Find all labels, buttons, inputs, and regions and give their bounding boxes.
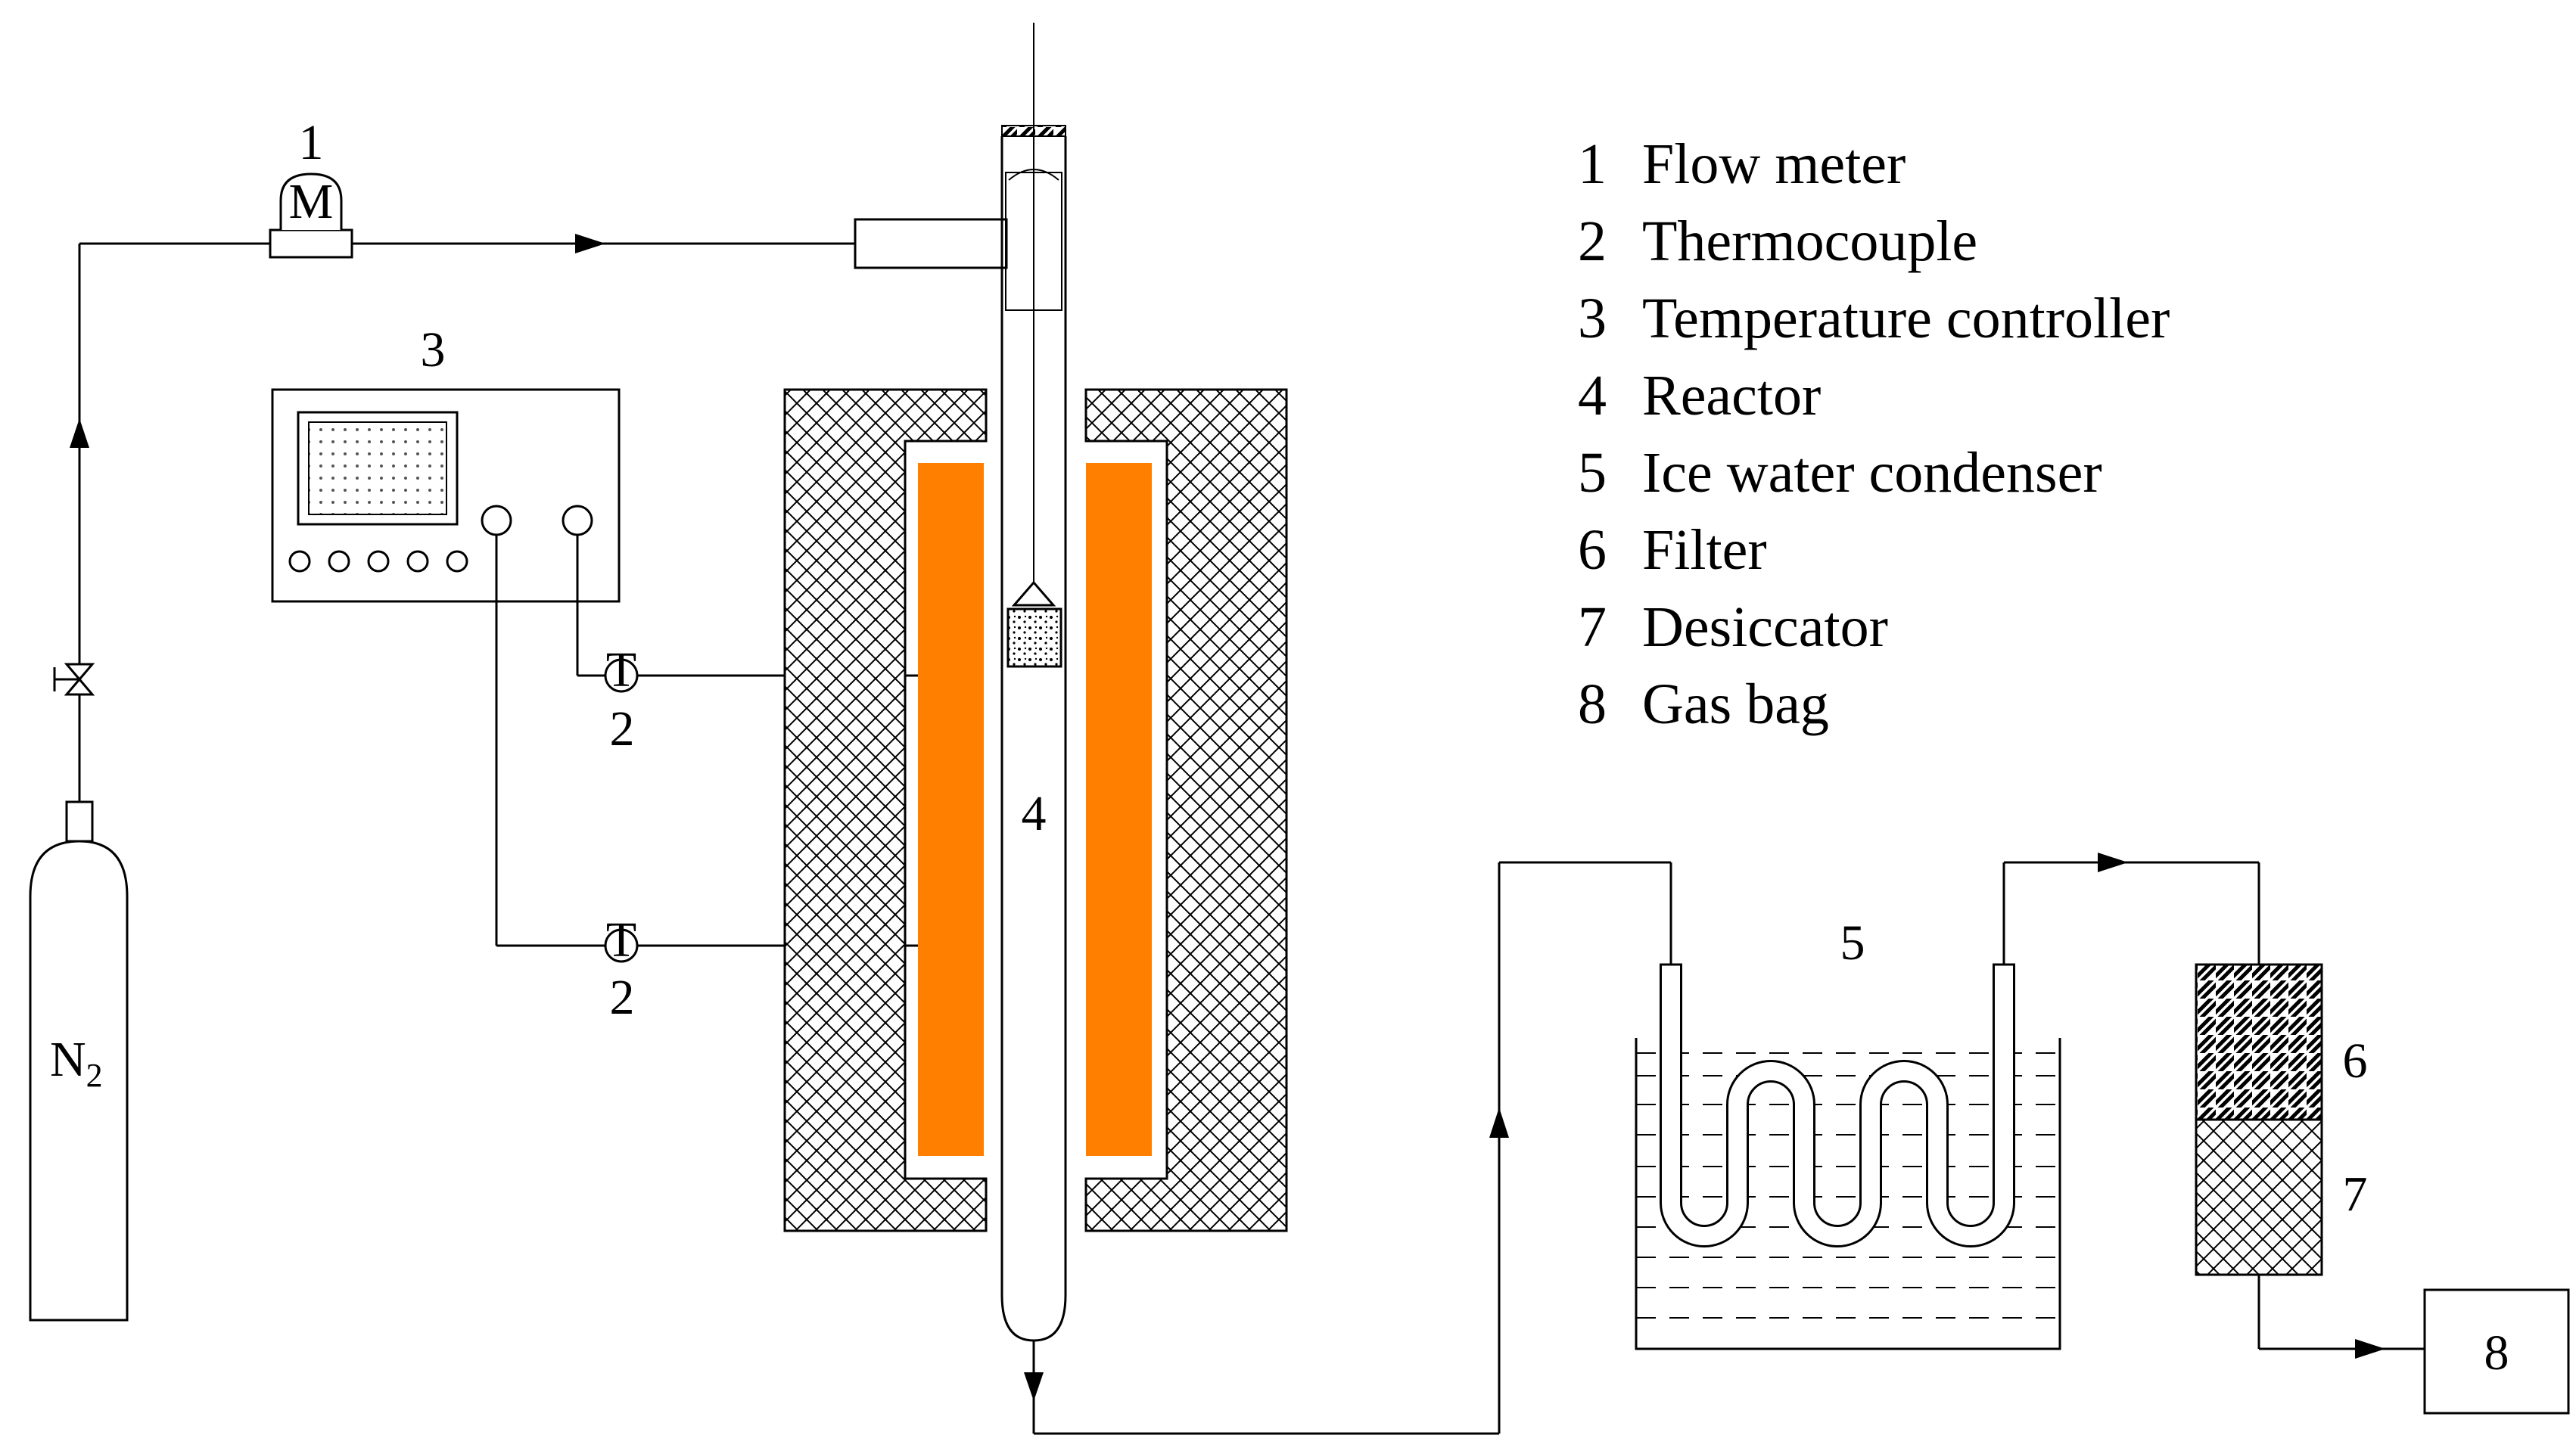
heater-left [918, 463, 984, 1156]
reactor: 4 [1000, 23, 1067, 1342]
arrow-down-icon [1024, 1372, 1044, 1401]
legend-number: 2 [1578, 210, 1607, 273]
gas-bag-number: 8 [2484, 1325, 2509, 1381]
legend-text: Desiccator [1642, 595, 1888, 659]
legend-item: 6 Filter [1578, 518, 1767, 582]
controller-number: 3 [421, 322, 446, 377]
sample-basket [1006, 607, 1062, 668]
legend: 1 Flow meter 2 Thermocouple 3 Temperatur… [1578, 132, 2170, 736]
arrow-right-icon [575, 234, 605, 253]
arrow-right-icon [2098, 853, 2128, 872]
legend-item: 8 Gas bag [1578, 673, 1829, 736]
thermocouple-lower-number: 2 [610, 970, 635, 1025]
flow-meter-number: 1 [299, 115, 324, 170]
legend-number: 1 [1578, 132, 1607, 196]
legend-item: 1 Flow meter [1578, 132, 1906, 196]
arrow-up-icon [70, 418, 89, 448]
filter-number: 6 [2343, 1033, 2368, 1089]
thermocouple-lower: T 2 [604, 912, 639, 1025]
legend-item: 7 Desiccator [1578, 595, 1888, 659]
temperature-controller: 3 [271, 322, 621, 603]
legend-text: Ice water condenser [1642, 441, 2102, 505]
condenser-number: 5 [1840, 915, 1865, 971]
legend-item: 4 Reactor [1578, 364, 1821, 427]
reactor-number: 4 [1022, 786, 1047, 841]
gas-bag: 8 [2423, 1288, 2570, 1415]
gas-line-to-filter [2002, 853, 2260, 965]
thermocouple-upper: T 2 [604, 642, 639, 757]
thermocouple-letter: T [606, 912, 636, 968]
sample-holder-hook [1011, 580, 1056, 607]
water-level-lines [1636, 1052, 2060, 1319]
ice-water-condenser: 5 [1635, 915, 2061, 1350]
controller-buttons [288, 550, 468, 573]
filter [2195, 963, 2323, 1121]
flow-meter: M 1 [269, 115, 353, 259]
cylinder-label: N2 [50, 1032, 103, 1094]
condenser-coil [1660, 965, 2015, 1247]
arrow-right-icon [2355, 1339, 2385, 1359]
legend-item: 5 Ice water condenser [1578, 441, 2102, 505]
filter-desiccator-column: 6 7 [2195, 963, 2368, 1276]
furnace-insulation-left [783, 388, 988, 1232]
heater-right [1086, 463, 1152, 1156]
legend-text: Temperature controller [1642, 287, 2170, 350]
thermocouple-letter: T [606, 642, 636, 697]
furnace-insulation-right [1084, 388, 1288, 1232]
legend-text: Gas bag [1642, 673, 1829, 736]
legend-text: Flow meter [1642, 132, 1906, 196]
legend-number: 8 [1578, 673, 1607, 736]
legend-number: 7 [1578, 595, 1607, 659]
valve-icon [53, 663, 95, 696]
legend-text: Reactor [1642, 364, 1821, 427]
legend-item: 2 Thermocouple [1578, 210, 1977, 273]
gas-line-to-bag [2257, 1275, 2425, 1359]
legend-text: Filter [1642, 518, 1767, 582]
legend-text: Thermocouple [1642, 210, 1977, 273]
legend-number: 5 [1578, 441, 1607, 505]
desiccator [2195, 1118, 2323, 1276]
reactor-gas-inlet [854, 218, 1008, 269]
nitrogen-cylinder: N2 [29, 800, 129, 1322]
legend-number: 3 [1578, 287, 1607, 350]
legend-number: 6 [1578, 518, 1607, 582]
furnace [783, 388, 1288, 1232]
legend-number: 4 [1578, 364, 1607, 427]
desiccator-number: 7 [2343, 1167, 2368, 1222]
gas-line-outlet [1024, 861, 1672, 1435]
gas-line-inlet [70, 234, 855, 802]
flow-meter-letter: M [289, 174, 334, 229]
arrow-up-icon [1489, 1108, 1509, 1138]
thermocouple-upper-number: 2 [610, 701, 635, 757]
legend-item: 3 Temperature controller [1578, 287, 2170, 350]
